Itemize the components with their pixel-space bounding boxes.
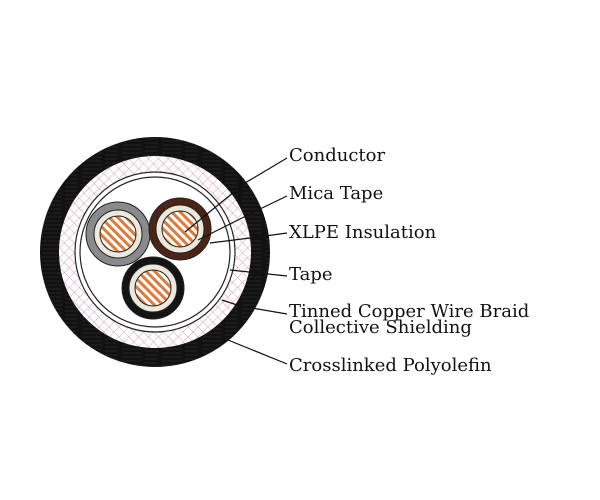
- core-black: [121, 256, 185, 320]
- leader-conductor: [184, 157, 288, 233]
- leader-sheath: [227, 339, 288, 365]
- label-braid-line1: Tinned Copper Wire Braid: [289, 301, 530, 322]
- core-brown: [148, 197, 212, 261]
- label-tape: Tape: [289, 264, 333, 285]
- leader-mica: [197, 195, 288, 241]
- leader-lines: [184, 157, 288, 365]
- leader-xlpe: [209, 232, 288, 244]
- label-xlpe-insulation: XLPE Insulation: [289, 222, 437, 243]
- label-braid-line2: Collective Shielding: [289, 317, 472, 338]
- label-conductor: Conductor: [289, 145, 386, 166]
- label-sheath: Crosslinked Polyolefin: [289, 355, 492, 376]
- label-mica-tape: Mica Tape: [289, 183, 384, 204]
- leader-braid: [221, 299, 288, 315]
- leader-tape: [229, 269, 288, 277]
- core-gray: [85, 201, 151, 267]
